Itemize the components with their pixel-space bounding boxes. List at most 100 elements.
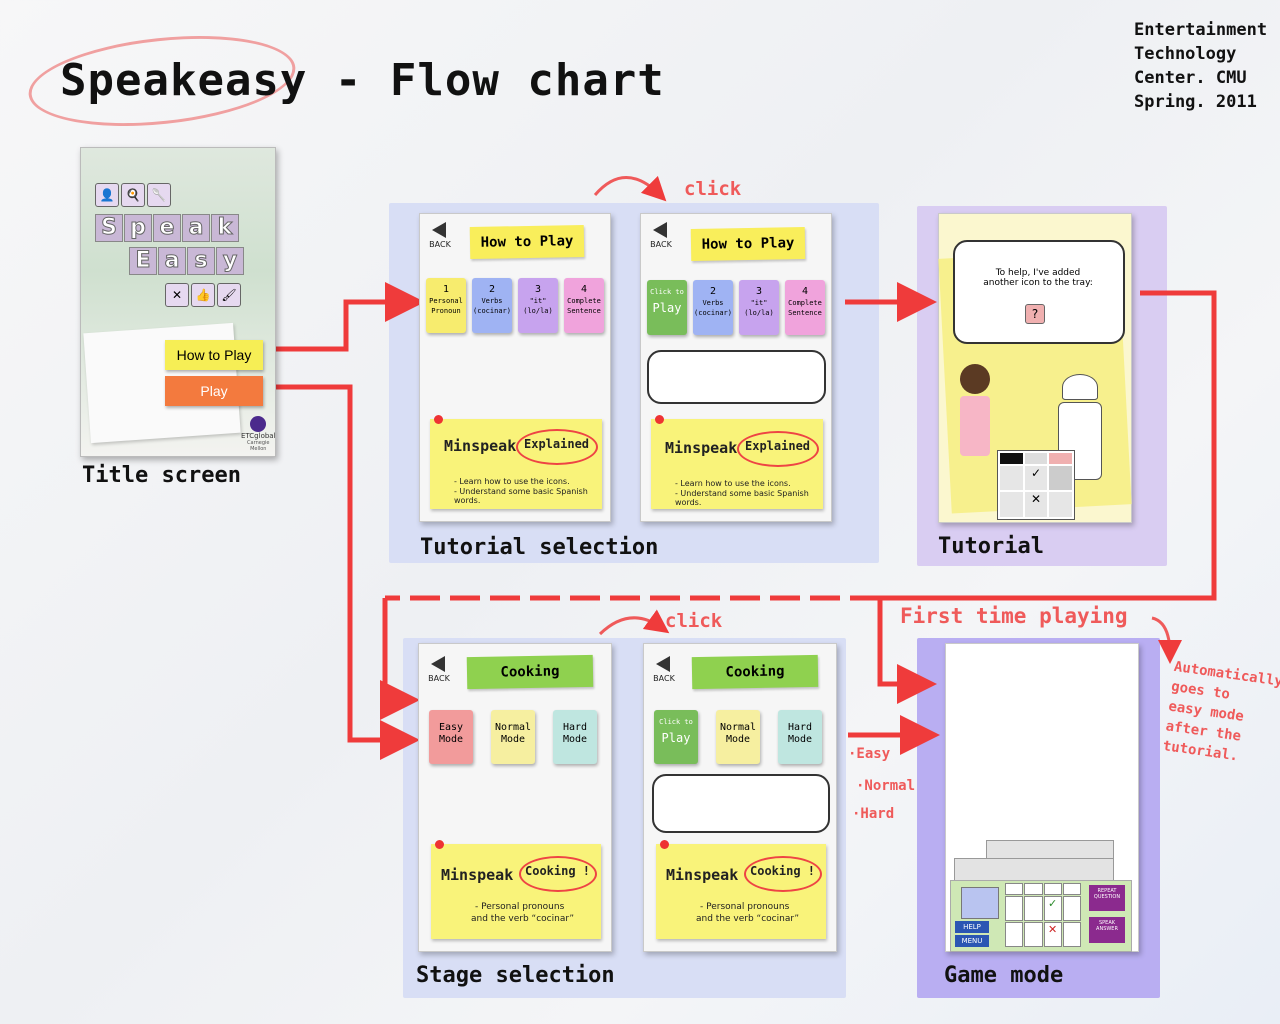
cross-icon[interactable]: ✕ — [1024, 492, 1048, 517]
tile-it[interactable]: 3 "it" (lo/la) — [739, 280, 779, 335]
tile-text: Hard Mode — [562, 722, 588, 745]
tray-icon[interactable] — [1049, 492, 1072, 517]
tile-text: Normal Mode — [719, 722, 757, 745]
tile-personal-pronoun[interactable]: 1 Personal Pronoun — [426, 278, 466, 333]
tray-icon[interactable] — [1000, 465, 1023, 491]
tray-icon[interactable] — [1000, 492, 1023, 517]
tray-icon[interactable] — [1024, 453, 1048, 464]
logo-letter: k — [211, 214, 239, 242]
back-label: BACK — [650, 240, 672, 249]
tile-num: 4 — [580, 284, 588, 295]
note-ring — [744, 856, 822, 892]
menu-button[interactable]: MENU — [955, 935, 989, 947]
play-button[interactable]: Play — [165, 376, 263, 406]
normal-mode-tile[interactable]: Normal Mode — [716, 710, 760, 764]
tile-text: "it" (lo/la) — [523, 297, 553, 315]
tray-icon[interactable] — [1062, 922, 1081, 947]
icon-tray: ✓ ✕ — [997, 450, 1075, 520]
click-arc-bottom — [598, 609, 670, 636]
description-bubble — [652, 774, 830, 833]
note-circled: Cooking ! — [525, 864, 591, 878]
tutorial-select-screen-a: BACK How to Play 1 Personal Pronoun 2 Ve… — [419, 213, 611, 522]
logo-easy: E a s y — [129, 247, 244, 275]
minspeak-note: Minspeak Explained - Learn how to use th… — [651, 415, 823, 509]
pin-icon — [660, 840, 669, 849]
logo-letter: E — [129, 247, 157, 275]
tile-text: "it" (lo/la) — [744, 299, 774, 317]
game-mode-screen: HELP MENU ✓ ✕ REPEAT QUESTION SPEAK ANSW… — [945, 643, 1139, 952]
tile-verbs[interactable]: 2 Verbs (cocinar) — [472, 278, 512, 333]
chef-icon: 🍳 — [121, 183, 145, 207]
tray-icon[interactable] — [1043, 883, 1062, 895]
thumbs-up-icon: 👍 — [191, 283, 215, 307]
note-line: and the verb “cocinar” — [696, 914, 800, 924]
tray-icon[interactable] — [1005, 883, 1024, 895]
back-button[interactable]: BACK — [650, 656, 678, 683]
tray-icon[interactable] — [1005, 896, 1024, 921]
back-button[interactable]: BACK — [647, 222, 675, 249]
tray-icon[interactable] — [1024, 896, 1043, 921]
icon-grid: ✓ ✕ — [1005, 883, 1081, 947]
click-to-label: Click to — [650, 288, 684, 296]
answer-bar-2 — [954, 858, 1114, 882]
check-icon[interactable]: ✓ — [1024, 465, 1048, 491]
check-icon[interactable]: ✓ — [1043, 896, 1062, 921]
note-line: - Understand some basic Spanish words. — [675, 489, 809, 507]
click-to-play-tile[interactable]: Click to Play — [654, 710, 698, 764]
tile-complete-sentence[interactable]: 4 Complete Sentence — [785, 280, 825, 335]
note-ring — [737, 431, 819, 467]
brush-icon: 🖌 — [217, 283, 241, 307]
how-to-play-header: How to Play — [469, 225, 585, 259]
arrow-howto — [270, 282, 425, 352]
cooking-icon: 🥄 — [147, 183, 171, 207]
how-to-play-button[interactable]: How to Play — [165, 340, 263, 370]
tray-icon[interactable] — [1049, 453, 1072, 464]
arrow-dashed-down — [380, 598, 420, 720]
tray-icon[interactable] — [1000, 453, 1023, 464]
pot-icon[interactable] — [1062, 896, 1081, 921]
title-screen: 👤 🍳 🥄 S p e a k E a s y ✕ 👍 🖌 How to Pla… — [80, 147, 276, 457]
pin-icon — [434, 415, 443, 424]
tile-click-to-play[interactable]: Click to Play — [647, 280, 687, 335]
person-icon: 👤 — [95, 183, 119, 207]
logo-letter: e — [153, 214, 181, 242]
hard-mode-tile[interactable]: Hard Mode — [778, 710, 822, 764]
stage-select-screen-b: BACK Cooking Click to Play Normal Mode H… — [643, 643, 837, 952]
hard-mode-tile[interactable]: Hard Mode — [553, 710, 597, 764]
tile-text: Complete Sentence — [788, 299, 822, 317]
org-line: Center. CMU — [1134, 68, 1247, 88]
selected-slot[interactable] — [961, 887, 999, 919]
note-circled: Cooking ! — [750, 864, 816, 878]
play-label: Play — [652, 301, 682, 315]
org-line: Entertainment — [1134, 20, 1268, 40]
tray-icon[interactable] — [1005, 922, 1024, 947]
tutorial-select-screen-b: BACK How to Play Click to Play 2 Verbs (… — [640, 213, 832, 522]
globe-icon — [250, 416, 267, 432]
tray-icon[interactable] — [1062, 883, 1081, 895]
speak-answer-button[interactable]: SPEAK ANSWER — [1089, 917, 1125, 943]
cross-icon[interactable]: ✕ — [1043, 922, 1062, 947]
mode-easy: ·Easy — [848, 746, 891, 762]
tray-icon[interactable] — [1024, 883, 1043, 895]
tile-num: 3 — [755, 286, 763, 297]
game-tray: HELP MENU ✓ ✕ REPEAT QUESTION SPEAK ANSW… — [950, 880, 1132, 952]
back-button[interactable]: BACK — [426, 222, 454, 249]
tile-complete-sentence[interactable]: 4 Complete Sentence — [564, 278, 604, 333]
normal-mode-tile[interactable]: Normal Mode — [491, 710, 535, 764]
back-button[interactable]: BACK — [425, 656, 453, 683]
back-label: BACK — [429, 240, 451, 249]
tile-verbs[interactable]: 2 Verbs (cocinar) — [693, 280, 733, 335]
logo-letter: a — [182, 214, 210, 242]
tile-it[interactable]: 3 "it" (lo/la) — [518, 278, 558, 333]
pot-icon[interactable] — [1049, 465, 1072, 491]
logo-letter: p — [124, 214, 152, 242]
tile-text: Normal Mode — [494, 722, 532, 745]
minspeak-note: Minspeak Cooking ! - Personal pronouns a… — [656, 840, 826, 939]
help-button[interactable]: HELP — [955, 921, 989, 933]
org-line: Spring. 2011 — [1134, 92, 1257, 112]
repeat-question-button[interactable]: REPEAT QUESTION — [1089, 885, 1125, 911]
easy-mode-tile[interactable]: Easy Mode — [429, 710, 473, 764]
note-title: Minspeak — [666, 866, 739, 884]
tray-icon[interactable] — [1024, 922, 1043, 947]
